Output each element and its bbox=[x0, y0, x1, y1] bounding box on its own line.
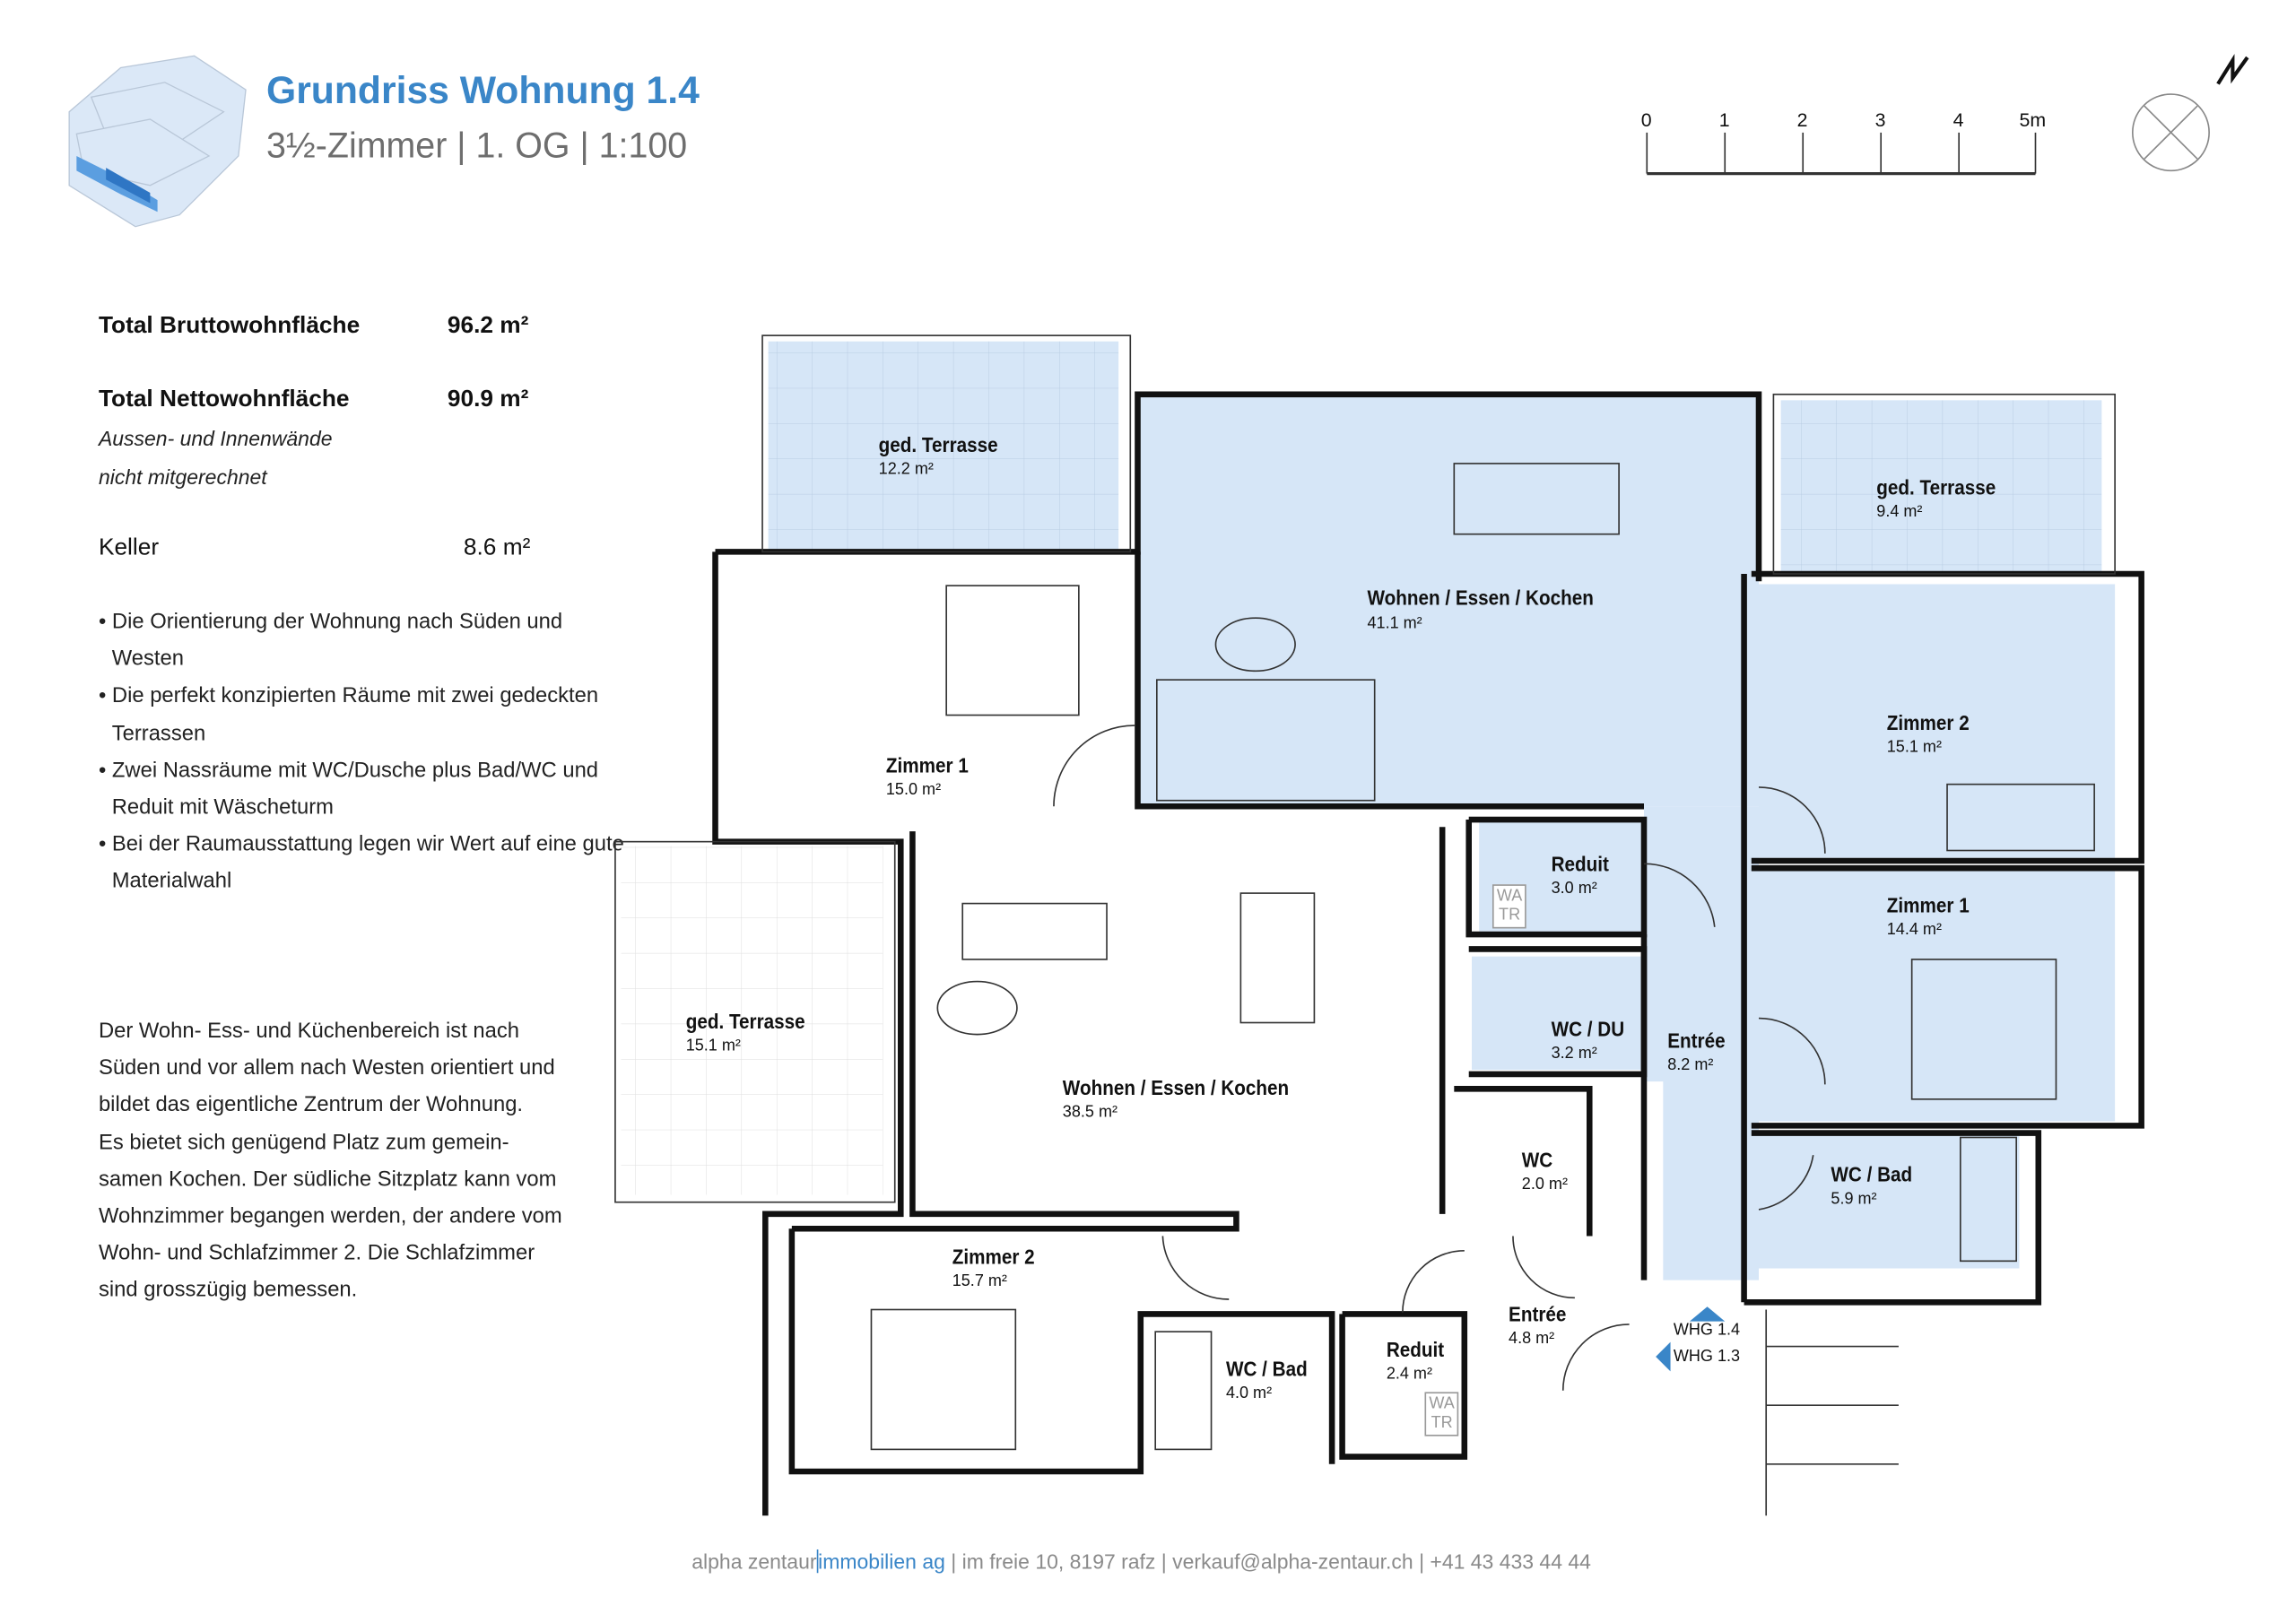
scale-bar-lines bbox=[1646, 132, 2037, 176]
room-label: WC / Bad bbox=[1831, 1162, 1913, 1186]
room-label: Reduit bbox=[1386, 1337, 1445, 1361]
room-area: 8.2 m² bbox=[1667, 1056, 1714, 1074]
room-area: 38.5 m² bbox=[1062, 1103, 1118, 1122]
scale-tick-label: 4 bbox=[1952, 108, 1964, 132]
room-label: ged. Terrasse bbox=[685, 1009, 805, 1033]
description-line: bildet das eigentliche Zentrum der Wohnu… bbox=[98, 1093, 524, 1118]
keller-label: Keller bbox=[98, 535, 160, 561]
room-area: 15.1 m² bbox=[1886, 738, 1942, 757]
scale-tick-label: 1 bbox=[1718, 108, 1730, 132]
room-label: Entrée bbox=[1667, 1028, 1726, 1053]
room-area: 3.2 m² bbox=[1551, 1045, 1597, 1063]
netto-value: 90.9 m² bbox=[447, 386, 529, 412]
feature-item: • Die perfekt konzipierten Räume mit zwe… bbox=[98, 684, 599, 746]
scale-tick-label: 3 bbox=[1874, 108, 1886, 132]
keller-value: 8.6 m² bbox=[463, 535, 531, 561]
room-area: 41.1 m² bbox=[1367, 614, 1422, 633]
room-label: WC / DU bbox=[1551, 1016, 1625, 1041]
page-title: Grundriss Wohnung 1.4 bbox=[266, 67, 700, 112]
room-label: WC / Bad bbox=[1225, 1357, 1308, 1381]
scale-tick-label: 2 bbox=[1796, 108, 1808, 132]
description-line: Es bietet sich genügend Platz zum gemein… bbox=[98, 1131, 509, 1155]
room-label: Zimmer 2 bbox=[952, 1245, 1035, 1269]
room-label: WC bbox=[1521, 1147, 1553, 1172]
unit-marker-label: WHG 1.4 bbox=[1673, 1321, 1741, 1340]
room-label: Zimmer 1 bbox=[885, 753, 969, 777]
room-label: ged. Terrasse bbox=[878, 432, 998, 456]
room-area: 15.0 m² bbox=[885, 781, 942, 800]
room-area: 15.1 m² bbox=[685, 1037, 741, 1055]
description-line: Der Wohn- Ess- und Küchenbereich ist nac… bbox=[98, 1020, 520, 1044]
room-area: 14.4 m² bbox=[1886, 921, 1942, 939]
netto-note: Aussen- und Innenwände bbox=[98, 426, 333, 451]
description-line: Süden und vor allem nach Westen orientie… bbox=[98, 1056, 555, 1081]
netto-note: nicht mitgerechnet bbox=[98, 464, 267, 489]
room-fill bbox=[1137, 394, 1759, 807]
unit-marker-icon bbox=[1656, 1341, 1671, 1372]
room-area: 5.9 m² bbox=[1831, 1190, 1877, 1209]
description-line: samen Kochen. Der südliche Sitzplatz kan… bbox=[98, 1167, 557, 1192]
feature-item: • Bei der Raumausstattung legen wir Wert… bbox=[98, 833, 624, 894]
room-area: 2.4 m² bbox=[1386, 1365, 1433, 1384]
room-area: 9.4 m² bbox=[1876, 503, 1923, 521]
room-label: Entrée bbox=[1509, 1302, 1567, 1326]
brutto-label: Total Bruttowohnfläche bbox=[98, 313, 361, 339]
feature-item: • Die Orientierung der Wohnung nach Süde… bbox=[98, 611, 563, 672]
room-label: Wohnen / Essen / Kochen bbox=[1367, 586, 1594, 610]
unit-marker-label: WHG 1.3 bbox=[1673, 1348, 1741, 1366]
description-line: Wohnzimmer begangen werden, der andere v… bbox=[98, 1205, 562, 1229]
feature-item: • Zwei Nassräume mit WC/Dusche plus Bad/… bbox=[98, 759, 599, 820]
scale-tick-label: 5m bbox=[2019, 108, 2047, 132]
room-label: ged. Terrasse bbox=[1876, 475, 1996, 499]
description-line: Wohn- und Schlafzimmer 2. Die Schlafzimm… bbox=[98, 1242, 535, 1266]
netto-label: Total Nettowohnfläche bbox=[98, 386, 350, 412]
description-line: sind grosszügig bemessen. bbox=[98, 1279, 358, 1303]
room-label: Zimmer 2 bbox=[1886, 710, 1970, 734]
room-area: 15.7 m² bbox=[952, 1272, 1007, 1291]
footer-company: immobilien ag bbox=[816, 1549, 945, 1574]
room-label: Zimmer 1 bbox=[1886, 893, 1970, 917]
brutto-value: 96.2 m² bbox=[447, 313, 529, 339]
room-area: 4.0 m² bbox=[1225, 1384, 1273, 1402]
room-area: 12.2 m² bbox=[878, 460, 934, 479]
room-area: 3.0 m² bbox=[1551, 880, 1597, 898]
scale-tick-label: 0 bbox=[1640, 108, 1652, 132]
page-subtitle: 3½-Zimmer | 1. OG | 1:100 bbox=[266, 126, 688, 167]
description: Der Wohn- Ess- und Küchenbereich ist nac… bbox=[99, 1014, 613, 1311]
footer-company: alpha zentaur bbox=[691, 1549, 817, 1574]
room-label: Wohnen / Essen / Kochen bbox=[1062, 1075, 1290, 1099]
north-arrow-icon bbox=[2131, 54, 2249, 172]
feature-list: • Die Orientierung der Wohnung nach Süde… bbox=[99, 604, 629, 901]
room-area: 2.0 m² bbox=[1521, 1176, 1568, 1193]
room-label: Reduit bbox=[1551, 852, 1609, 876]
footer-contact: | im freie 10, 8197 rafz | verkauf@alpha… bbox=[944, 1549, 1591, 1574]
room-area: 4.8 m² bbox=[1509, 1330, 1555, 1349]
unit-marker-icon bbox=[1689, 1306, 1726, 1322]
building-logo-icon bbox=[68, 55, 247, 228]
